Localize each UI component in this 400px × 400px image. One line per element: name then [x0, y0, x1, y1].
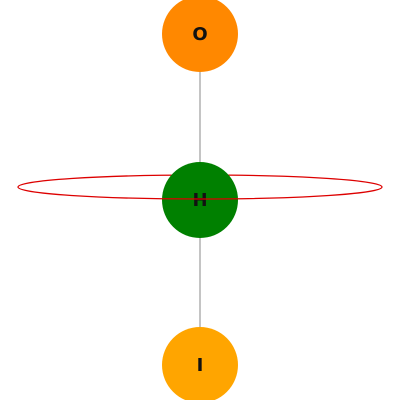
atom-h[interactable]: H [162, 162, 238, 238]
atom-i[interactable]: I [162, 327, 238, 400]
orbit-ring-front [17, 186, 383, 200]
atom-i-label: I [197, 355, 204, 376]
atom-i-circle [162, 327, 238, 400]
atom-h-circle [162, 162, 238, 238]
atom-o[interactable]: O [162, 0, 238, 72]
atom-o-label: O [192, 24, 207, 45]
atom-o-circle [162, 0, 238, 72]
atom-h-label: H [192, 190, 207, 211]
